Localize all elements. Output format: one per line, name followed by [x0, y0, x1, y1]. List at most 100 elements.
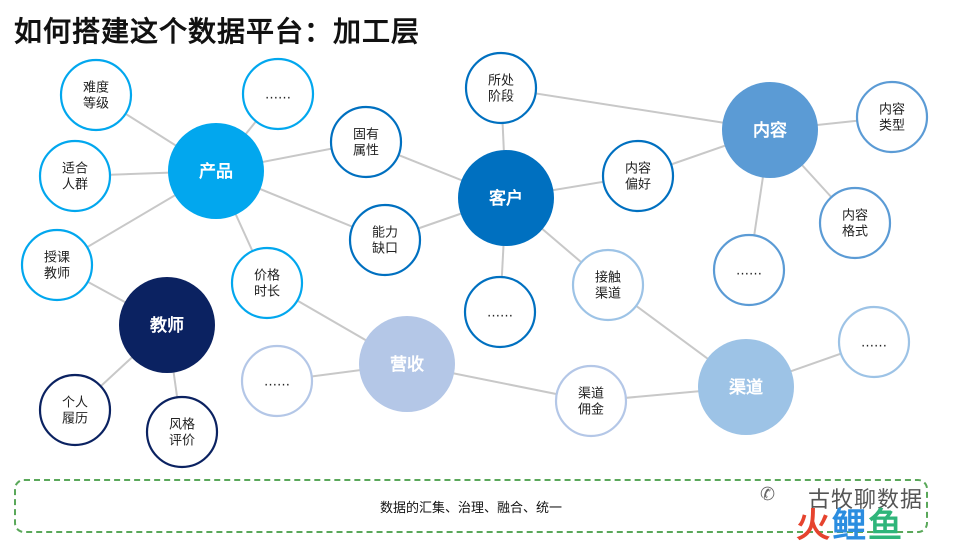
node-circle-fengge [145, 395, 219, 469]
node-circle-dots_ys [240, 344, 314, 418]
node-dots_nr: …… [712, 233, 786, 307]
node-dots_qd: …… [837, 305, 911, 379]
node-label-shouke-1: 教师 [44, 266, 70, 282]
node-circle-jiechu [571, 248, 645, 322]
node-label-guyou-1: 属性 [353, 144, 379, 159]
node-circle-dots_qd [837, 305, 911, 379]
node-circle-nrgeshi [818, 186, 892, 260]
logo-char-1: 火 [796, 506, 832, 546]
node-label-qudao-0: 渠道 [728, 377, 763, 398]
node-jiaoshi: 教师 [119, 277, 215, 373]
node-circle-suochu [464, 51, 538, 125]
node-label-fengge-0: 风格 [169, 417, 195, 433]
node-circle-dots_kehu [463, 275, 537, 349]
node-label-jiage-0: 价格 [254, 268, 280, 284]
nodes-layer: 产品客户内容教师营收渠道难度等级……适合人群授课教师价格时长固有属性能力缺口所处… [20, 51, 929, 469]
node-label-shihe-0: 适合 [62, 162, 88, 177]
node-label-nandu-0: 难度 [83, 80, 109, 96]
watermark-logo: 火鲤鱼 [796, 498, 904, 547]
page-title: 如何搭建这个数据平台：加工层 [14, 15, 421, 48]
logo-char-3: 鱼 [868, 506, 904, 546]
node-label-nrleixing-0: 内容 [879, 102, 905, 118]
node-circle-chanpin [168, 123, 264, 219]
node-label-jiechu-1: 渠道 [595, 287, 621, 302]
node-circle-nrleixing [855, 80, 929, 154]
node-label-nrgeshi-0: 内容 [842, 208, 868, 224]
node-circle-nengli [348, 203, 422, 277]
node-label-jiaoshi-0: 教师 [149, 315, 184, 336]
node-label-suochu-1: 阶段 [488, 90, 514, 105]
node-circle-dots_prod [241, 57, 315, 131]
node-label-dots_qd-0: …… [861, 336, 887, 351]
node-label-yongjin-1: 佣金 [578, 402, 604, 418]
node-circle-dots_nr [712, 233, 786, 307]
node-circle-neirong [722, 82, 818, 178]
node-neirong: 内容 [722, 82, 818, 178]
node-label-shouke-0: 授课 [44, 251, 70, 266]
node-label-fengge-1: 评价 [169, 434, 195, 449]
node-dots_ys: …… [240, 344, 314, 418]
data-integration-box: 数据的汇集、治理、融合、统一 [14, 479, 928, 533]
node-label-geren-0: 个人 [62, 396, 88, 411]
node-kehu: 客户 [458, 150, 554, 246]
node-label-yongjin-0: 渠道 [578, 387, 604, 402]
node-circle-yingshou [359, 316, 455, 412]
node-chanpin: 产品 [168, 123, 264, 219]
watermark-account-name: 古牧聊数据 [808, 488, 924, 513]
node-circle-geren [38, 373, 112, 447]
node-circle-jiaoshi [119, 277, 215, 373]
node-label-nrpianhao-0: 内容 [625, 161, 651, 177]
node-yingshou: 营收 [359, 316, 455, 412]
node-circle-kehu [458, 150, 554, 246]
node-circle-qudao [698, 339, 794, 435]
node-label-nengli-1: 缺口 [372, 242, 398, 257]
node-label-dots_ys-0: …… [264, 375, 290, 390]
node-label-jiechu-0: 接触 [595, 270, 621, 286]
node-label-jiage-1: 时长 [254, 285, 280, 300]
node-label-geren-1: 履历 [62, 412, 88, 427]
data-integration-label: 数据的汇集、治理、融合、统一 [379, 501, 562, 516]
node-label-nandu-1: 等级 [83, 96, 109, 112]
node-label-guyou-0: 固有 [353, 128, 379, 143]
node-label-dots_prod-0: …… [265, 88, 291, 103]
logo-char-2: 鲤 [832, 506, 868, 546]
node-circle-nandu [59, 58, 133, 132]
node-circle-guyou [329, 105, 403, 179]
node-label-neirong-0: 内容 [753, 120, 787, 141]
watermark: ✆ 古牧聊数据 火鲤鱼 [760, 478, 950, 546]
node-label-dots_kehu-0: …… [487, 306, 513, 321]
node-circle-jiage [230, 246, 304, 320]
wechat-icon: ✆ [760, 484, 776, 505]
node-label-dots_nr-0: …… [736, 264, 762, 279]
node-label-nrleixing-1: 类型 [879, 119, 905, 134]
node-dots_kehu: …… [463, 275, 537, 349]
node-dots_prod: …… [241, 57, 315, 131]
node-circle-shouke [20, 228, 94, 302]
node-label-chanpin-0: 产品 [199, 161, 233, 182]
node-circle-shihe [38, 139, 112, 213]
node-label-yingshou-0: 营收 [390, 354, 424, 375]
node-label-kehu-0: 客户 [488, 188, 523, 209]
node-label-nrgeshi-1: 格式 [842, 224, 868, 240]
node-qudao: 渠道 [698, 339, 794, 435]
node-label-suochu-0: 所处 [488, 74, 514, 89]
node-label-nrpianhao-1: 偏好 [625, 178, 651, 193]
node-circle-yongjin [554, 364, 628, 438]
node-label-shihe-1: 人群 [62, 178, 88, 193]
node-circle-nrpianhao [601, 139, 675, 213]
